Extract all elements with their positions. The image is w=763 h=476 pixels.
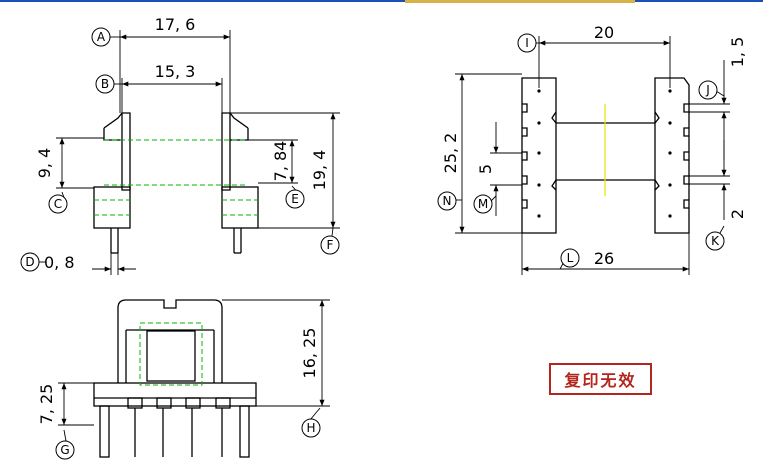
dim-d-text: 0, 8 xyxy=(44,253,75,272)
label-h: H xyxy=(306,421,315,435)
dim-m-text: 5 xyxy=(476,164,495,174)
dim-f-text: 19, 4 xyxy=(310,150,329,191)
dim-j-text: 1, 5 xyxy=(728,37,747,68)
label-circles xyxy=(20,27,725,460)
label-g: G xyxy=(60,443,69,457)
label-e: E xyxy=(291,192,299,206)
front-view-hidden-lines xyxy=(94,139,258,216)
dim-h-text: 16, 25 xyxy=(300,328,319,379)
dim-k-text: 2 xyxy=(728,209,747,219)
dim-i-text: 20 xyxy=(594,23,614,42)
label-c: C xyxy=(54,197,62,211)
dim-b-text: 15, 3 xyxy=(155,62,196,81)
front-view xyxy=(93,112,259,254)
dim-g-text: 7, 25 xyxy=(37,384,56,425)
header-bar xyxy=(0,0,763,2)
dim-n-text: 25, 2 xyxy=(441,133,460,174)
label-i: I xyxy=(525,36,529,50)
side-view xyxy=(93,299,257,458)
label-l: L xyxy=(567,251,574,265)
label-b: B xyxy=(101,77,109,91)
top-view-pins xyxy=(537,89,672,218)
dim-a-text: 17, 6 xyxy=(155,15,196,34)
side-view-hidden-lines xyxy=(139,322,203,386)
label-j: J xyxy=(705,83,710,97)
invalid-copy-stamp: 复印无效 xyxy=(549,363,652,395)
label-d: D xyxy=(25,255,34,269)
front-view-dimensions xyxy=(38,30,340,275)
stamp-text: 复印无效 xyxy=(564,371,637,390)
label-n: N xyxy=(443,194,452,208)
label-k: K xyxy=(711,234,720,248)
dim-e-text: 7, 84 xyxy=(271,141,290,182)
dim-l-text: 26 xyxy=(594,249,614,268)
label-f: F xyxy=(327,238,334,252)
header-accent xyxy=(405,0,635,3)
top-view-dimensions xyxy=(455,36,730,275)
label-m: M xyxy=(478,197,488,211)
side-view-dimensions xyxy=(58,299,330,442)
dim-c-text: 9, 4 xyxy=(35,148,54,179)
label-a: A xyxy=(97,30,106,44)
